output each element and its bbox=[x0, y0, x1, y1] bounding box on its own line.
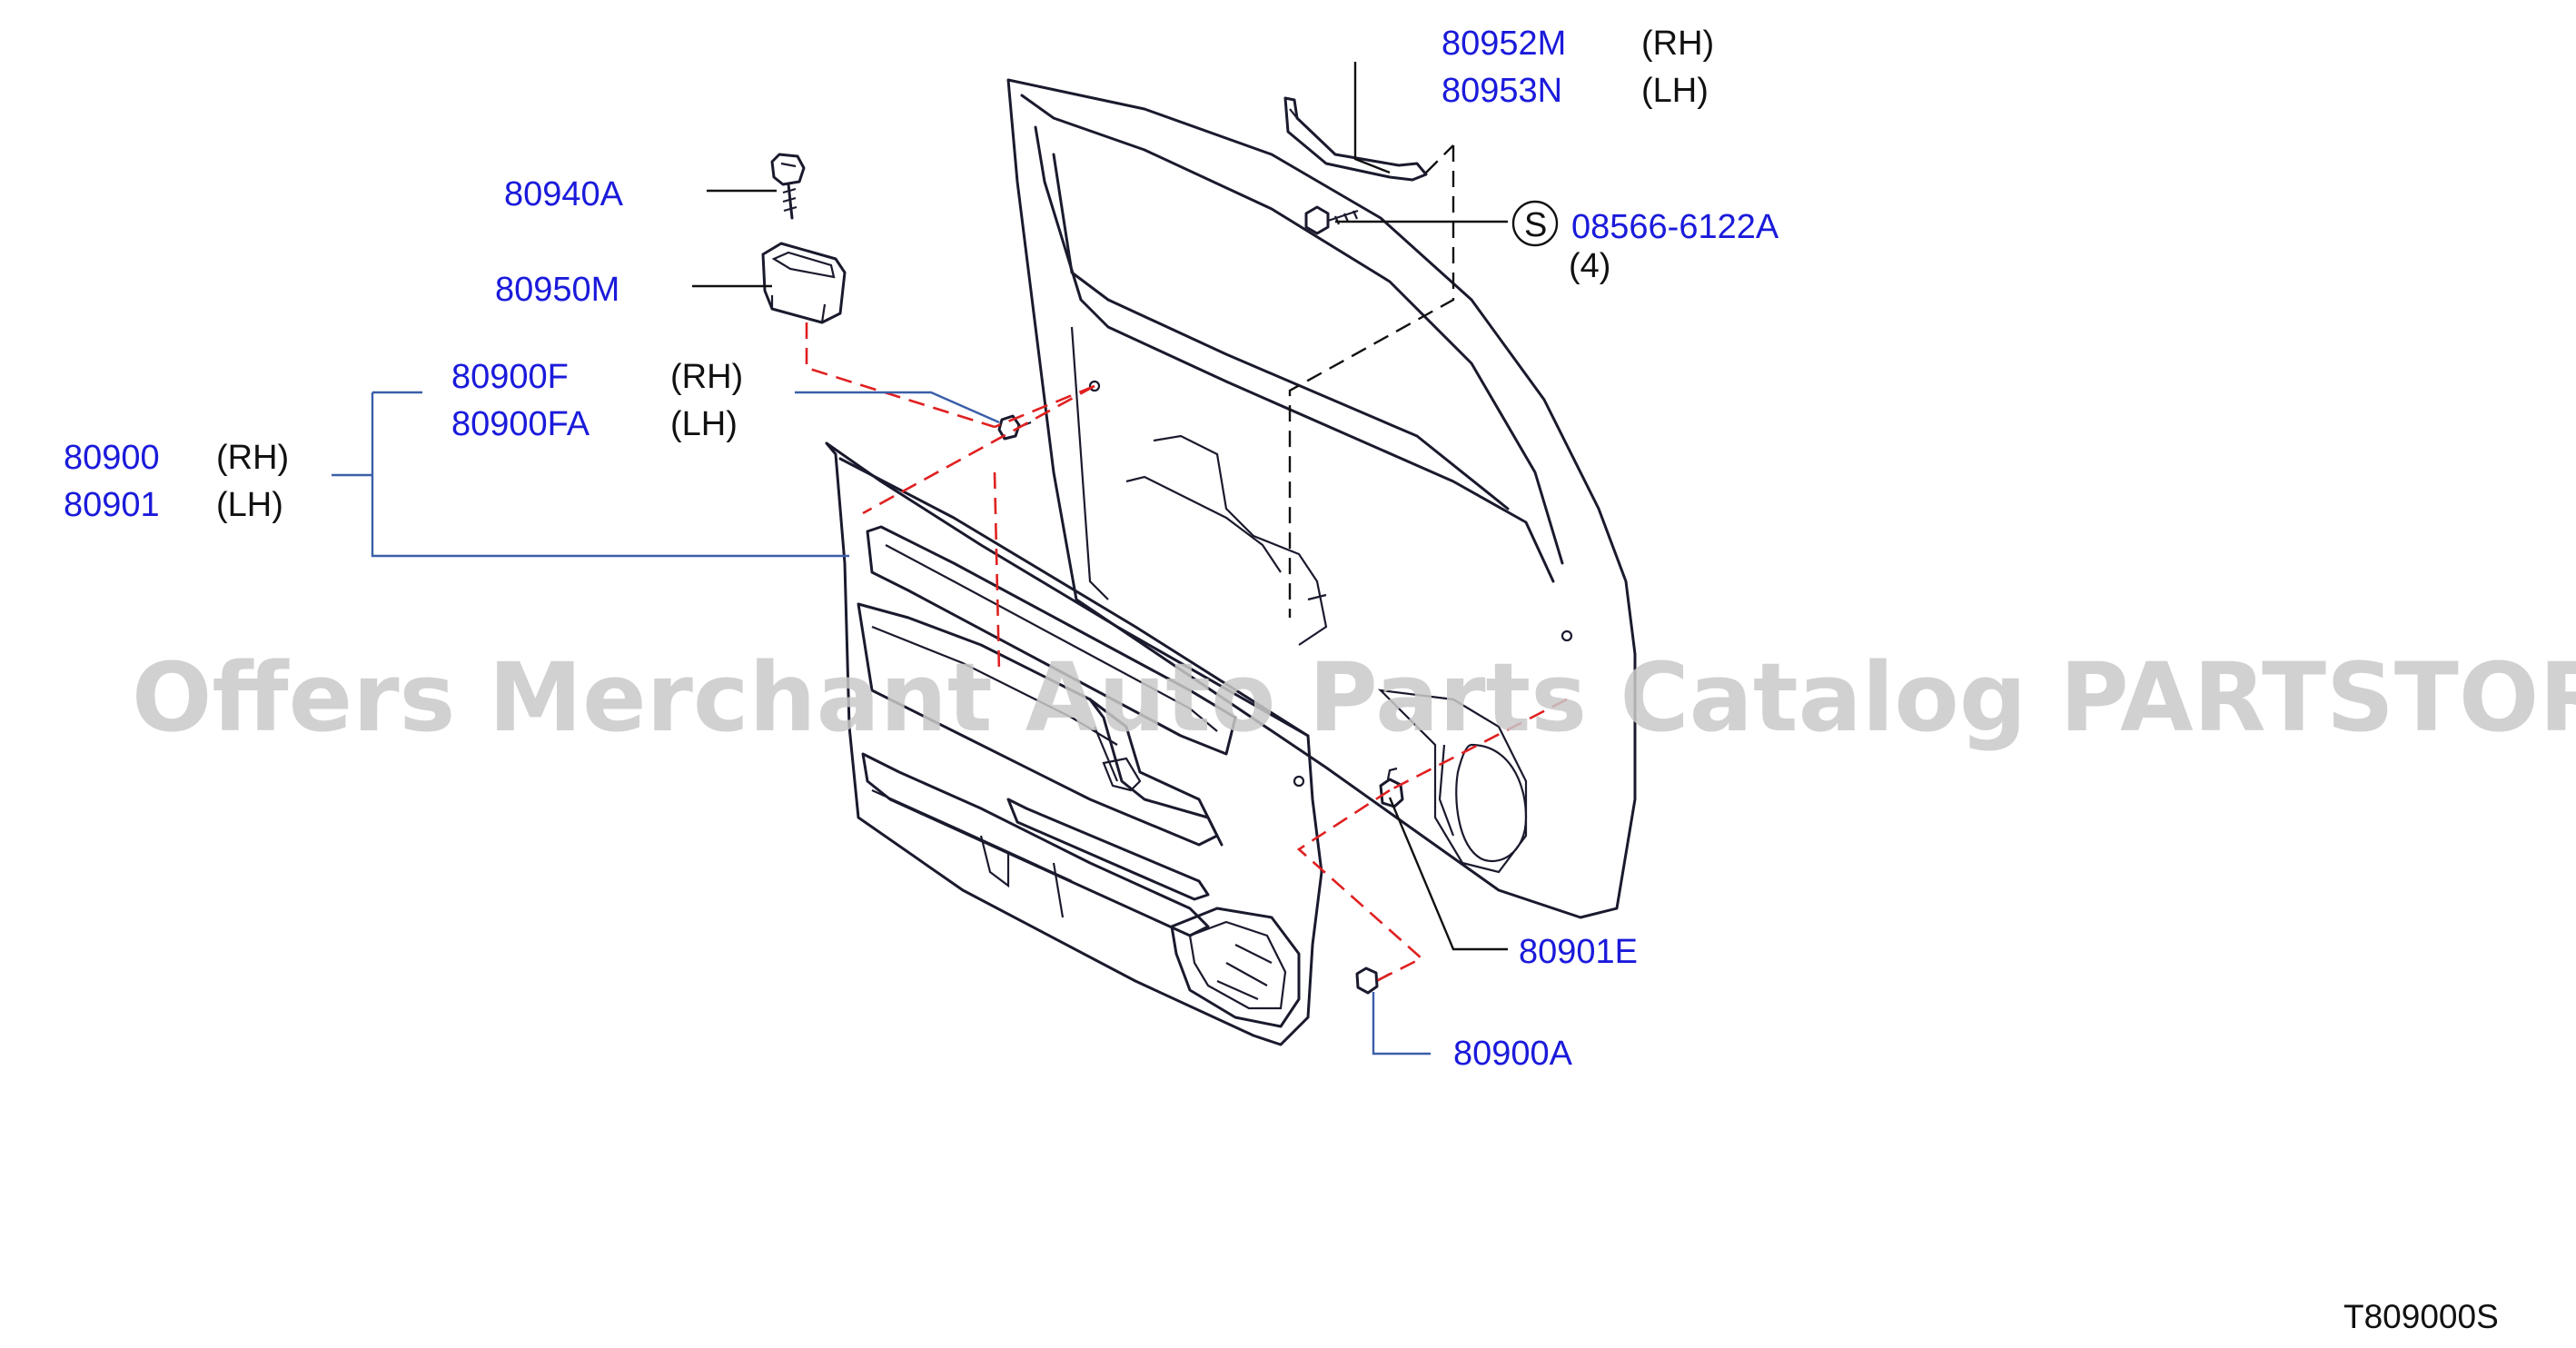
screw-80900A-drawing bbox=[1355, 966, 1391, 995]
label-bracket-rh-side: (RH) bbox=[1641, 25, 1714, 63]
door-inner-panel-drawing bbox=[1006, 78, 1637, 919]
part-labels: 80952M (RH) 80953N (LH) S 08566-6122A (4… bbox=[64, 25, 2499, 1335]
label-finisher-rh-part[interactable]: 80900F bbox=[451, 358, 569, 396]
label-trim-rh-part[interactable]: 80900 bbox=[64, 439, 160, 477]
label-trim-lh-side: (LH) bbox=[216, 486, 283, 524]
bracket-80952M-drawing bbox=[1283, 96, 1428, 182]
label-screw-qty: (4) bbox=[1569, 247, 1610, 285]
label-finisher-lh-part[interactable]: 80900FA bbox=[451, 405, 590, 443]
label-finisher-lh-side: (LH) bbox=[670, 405, 738, 443]
label-trim-lh-part[interactable]: 80901 bbox=[64, 486, 160, 524]
label-bracket-rh-part[interactable]: 80952M bbox=[1442, 25, 1566, 63]
label-bracket-lh-part[interactable]: 80953N bbox=[1442, 72, 1562, 110]
label-screw2-part[interactable]: 80900A bbox=[1453, 1035, 1573, 1073]
clip-80901E-drawing bbox=[997, 414, 1404, 808]
label-screw-symbol: S bbox=[1524, 206, 1547, 244]
screw-08566-6122A-drawing bbox=[1304, 205, 1359, 235]
leader-lines bbox=[332, 62, 1559, 1056]
label-finisher-rh-side: (RH) bbox=[670, 358, 743, 396]
label-bracket-lh-side: (LH) bbox=[1641, 72, 1709, 110]
label-clip-part[interactable]: 80901E bbox=[1519, 933, 1638, 971]
escutcheon-80950M-drawing bbox=[761, 242, 847, 324]
cover-80940A-drawing bbox=[770, 153, 806, 220]
diagram-code: T809000S bbox=[2343, 1298, 2499, 1335]
label-trim-rh-side: (RH) bbox=[216, 439, 289, 477]
watermark: Offers Merchant Auto Parts Catalog PARTS… bbox=[132, 642, 2576, 753]
door-trim-panel-drawing bbox=[825, 441, 1323, 1046]
label-screw-part[interactable]: 08566-6122A bbox=[1571, 208, 1779, 246]
label-cover-part[interactable]: 80940A bbox=[504, 175, 624, 213]
label-escutcheon-part[interactable]: 80950M bbox=[495, 271, 619, 309]
